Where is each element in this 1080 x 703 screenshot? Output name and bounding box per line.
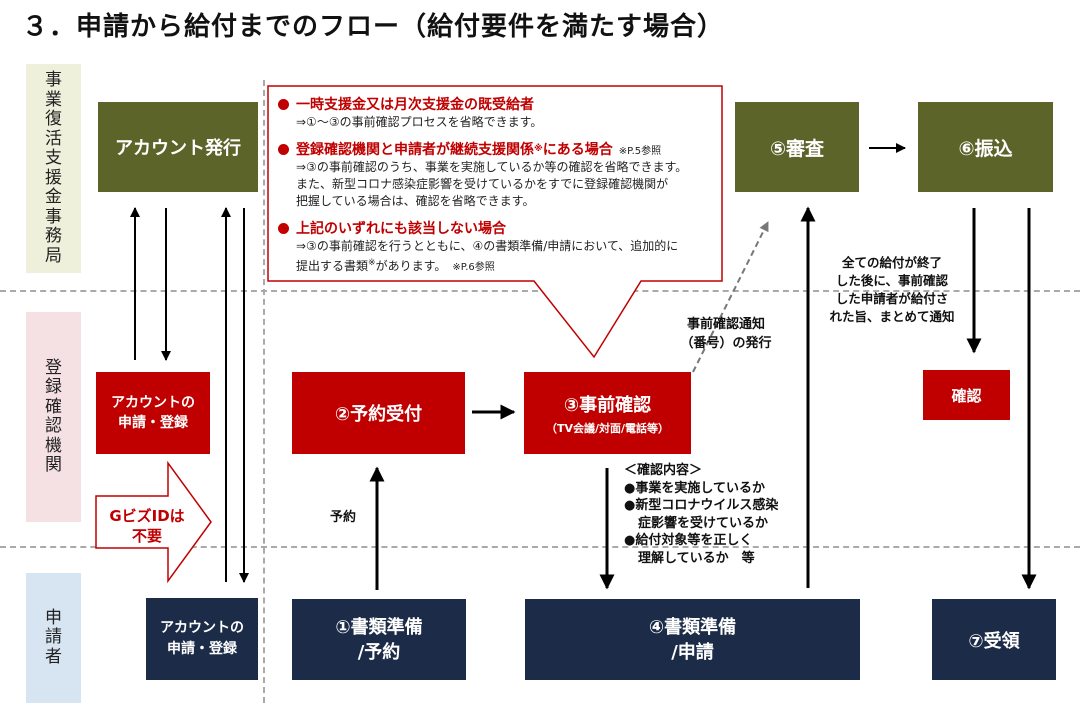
lane-divider-1 [0, 290, 1080, 292]
all-done-line4: れた旨、まとめて通知 [829, 309, 955, 324]
confirm-label: 確認 [951, 386, 982, 405]
all-done-line2: した後に、事前確認 [835, 273, 949, 288]
reservation-box: ②予約受付 [292, 372, 465, 454]
callout-item3-ref: ※P.6参照 [452, 262, 495, 273]
bullet-dot-icon [278, 222, 289, 234]
precheck-sublabel: （TV会議/対面/電話等） [545, 421, 670, 435]
precheck-notice-line1: 事前確認通知 [686, 317, 765, 332]
check-item-2-line2: 症影響を受けているか [638, 515, 769, 531]
precheck-notice-note: 事前確認通知 （番号）の発行 [668, 315, 784, 353]
lane-registration-label: 登録確認機関 [45, 357, 62, 475]
callout-item3-head: 上記のいずれにも該当しない場合 [296, 221, 506, 237]
bullet-dot-icon [278, 98, 289, 110]
callout-item2-line1: ⇒③の事前確認のうち、事業を実施しているか等の確認を省略できます。 [296, 160, 688, 174]
callout-item2-line2: また、新型コロナ感染症影響を受けているかをすでに登録確認機関が [296, 177, 669, 191]
account-apply-applicant-line2: 申請・登録 [167, 641, 237, 657]
precheck-notice-line2: （番号）の発行 [680, 336, 772, 351]
lane-registration: 登録確認機関 [26, 312, 81, 522]
check-item-1: ●事業を実施しているか [624, 480, 765, 496]
check-contents-list: ＜確認内容＞ ●事業を実施しているか ●新型コロナウイルス感染 症影響を受けてい… [624, 462, 778, 567]
precheck-label: ③事前確認 [563, 394, 652, 416]
account-issue-label: アカウント発行 [115, 138, 241, 159]
transfer-label: ⑥振込 [958, 137, 1013, 160]
receive-box: ⑦受領 [932, 599, 1056, 680]
callout-item3-line1: ⇒③の事前確認を行うとともに、④の書類準備/申請において、追加的に [296, 239, 679, 253]
docs-apply-box: ④書類準備 /申請 [525, 599, 860, 680]
callout-item3-sup: ※ [368, 258, 376, 268]
docs-apply-line2: /申請 [671, 641, 714, 663]
account-apply-registration-line2: 申請・登録 [118, 415, 188, 431]
arrow-precheck-notice-dashed [692, 221, 769, 373]
review-box: ⑤審査 [735, 102, 859, 192]
gbiz-notice: GビズIDは 不要 [98, 506, 196, 546]
precheck-box: ③事前確認 （TV会議/対面/電話等） [524, 372, 691, 454]
bullet-dot-icon [278, 143, 289, 155]
account-issue-box: アカウント発行 [98, 102, 258, 192]
account-apply-registration-box: アカウントの 申請・登録 [96, 372, 210, 454]
lane-office: 事業復活支援金事務局 [26, 64, 81, 273]
gbiz-arrow-shape [95, 460, 212, 584]
callout-item2-sup: ※ [534, 144, 543, 154]
all-done-line3: した申請者が給付さ [835, 291, 949, 306]
callout-item2-ref: ※P.5参照 [618, 145, 662, 157]
transfer-box: ⑥振込 [918, 102, 1053, 192]
docs-reserve-box: ①書類準備 /予約 [292, 599, 466, 680]
page-title: ３．申請から給付までのフロー（給付要件を満たす場合） [22, 12, 725, 42]
callout-item1-line: ⇒①～③の事前確認プロセスを省略できます。 [296, 115, 543, 129]
check-item-3-line1: ●給付対象等を正しく [624, 533, 753, 548]
account-apply-applicant-line1: アカウントの [160, 620, 244, 636]
lane-office-label: 事業復活支援金事務局 [45, 70, 62, 266]
reservation-label: ②予約受付 [334, 404, 423, 425]
all-done-line1: 全ての給付が終了 [841, 255, 942, 270]
gbiz-notice-line1: GビズIDは [109, 507, 185, 525]
review-label: ⑤審査 [769, 137, 825, 160]
gbiz-notice-line2: 不要 [131, 527, 162, 545]
all-done-note: 全ての給付が終了 した後に、事前確認 した申請者が給付さ れた旨、まとめて通知 [820, 254, 964, 326]
docs-reserve-line2: /予約 [357, 641, 401, 663]
callout-item2-head-a: 登録確認機関と申請者が継続支援関係 [296, 142, 534, 158]
callout-item2-line3: 把握している場合は、確認を省略できます。 [296, 194, 535, 208]
docs-reserve-line1: ①書類準備 [335, 616, 423, 638]
confirm-box: 確認 [923, 370, 1010, 420]
docs-apply-line1: ④書類準備 [648, 616, 737, 638]
callout-item3-line2a: 提出する書類 [296, 259, 369, 273]
section-divider [263, 80, 265, 703]
callout-text: 一時支援金又は月次支援金の既受給者 ⇒①～③の事前確認プロセスを省略できます。 … [278, 94, 714, 284]
check-item-2-line1: ●新型コロナウイルス感染 [624, 498, 779, 513]
account-apply-applicant-box: アカウントの 申請・登録 [146, 598, 258, 680]
reserve-note: 予約 [330, 510, 357, 525]
callout-item1-head: 一時支援金又は月次支援金の既受給者 [296, 97, 534, 113]
callout-item2-head-b: にある場合 [542, 142, 613, 158]
lane-divider-2 [0, 546, 1080, 548]
check-contents-title: ＜確認内容＞ [624, 463, 703, 478]
lane-applicant: 申請者 [26, 573, 81, 703]
lane-applicant-label: 申請者 [45, 607, 62, 667]
account-apply-registration-line1: アカウントの [111, 395, 195, 411]
callout-item3-line2b: があります。 [375, 259, 447, 273]
receive-label: ⑦受領 [968, 630, 1020, 652]
check-item-3-line2: 理解しているか 等 [638, 550, 755, 566]
